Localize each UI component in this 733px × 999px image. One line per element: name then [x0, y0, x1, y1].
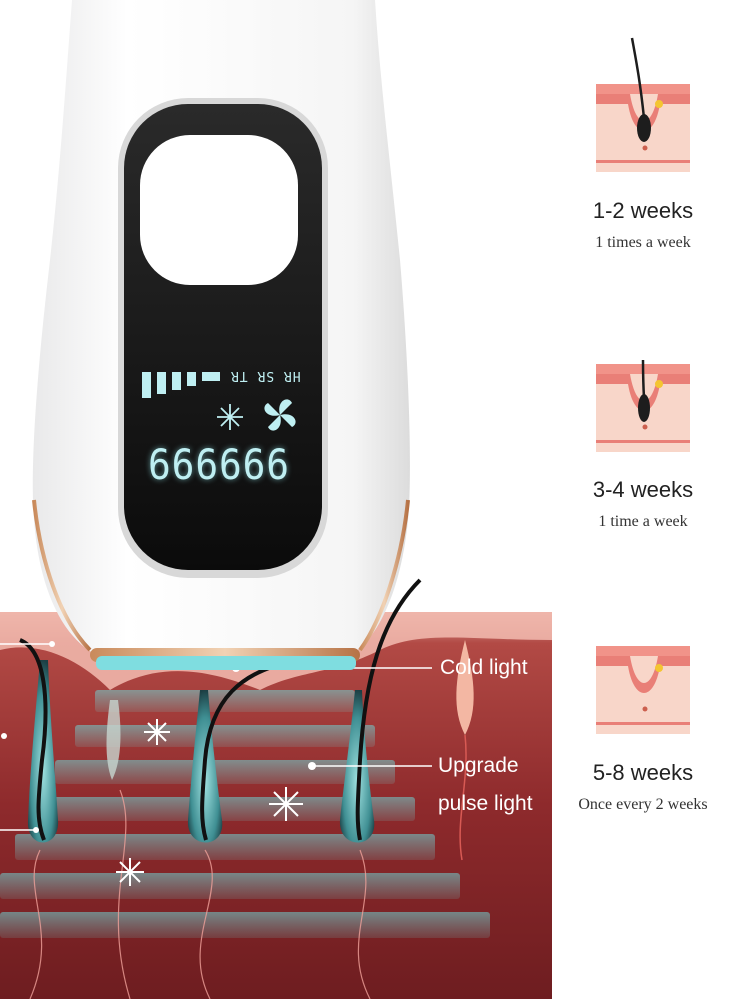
- stage-1-illustration: [596, 37, 690, 172]
- hair-follicles: [19, 578, 474, 861]
- stage-3-frequency: Once every 2 weeks: [578, 796, 708, 813]
- stage-1-card: 1-2 weeks 1 times a week: [543, 198, 733, 252]
- stage-3-weeks: 5-8 weeks: [592, 760, 694, 785]
- stage-2-frequency: 1 time a week: [598, 513, 688, 530]
- snowflake-icon: [217, 404, 243, 430]
- stage-2-weeks: 3-4 weeks: [592, 477, 694, 502]
- fan-icon: [264, 399, 296, 431]
- stage-2-card: 3-4 weeks 1 time a week: [543, 477, 733, 531]
- stage-3-card: 5-8 weeks Once every 2 weeks: [543, 760, 733, 814]
- lcd-flash-counter: 666666: [148, 440, 290, 489]
- callout-cold-light: Cold light: [440, 656, 528, 679]
- stage-1-weeks: 1-2 weeks: [592, 198, 694, 223]
- stage-3-illustration: [596, 646, 690, 734]
- lcd-mode-labels: HR SR TR: [230, 368, 301, 383]
- stage-1-frequency: 1 times a week: [595, 234, 691, 251]
- energy-bars: [142, 372, 220, 398]
- skin-section: [0, 578, 552, 999]
- callout-pulse-line1: Upgrade: [438, 754, 519, 777]
- ipl-device: [32, 0, 410, 670]
- callout-pulse-line2: pulse light: [438, 792, 533, 815]
- snowflake-icons: [116, 719, 303, 886]
- stage-2-illustration: [596, 359, 690, 452]
